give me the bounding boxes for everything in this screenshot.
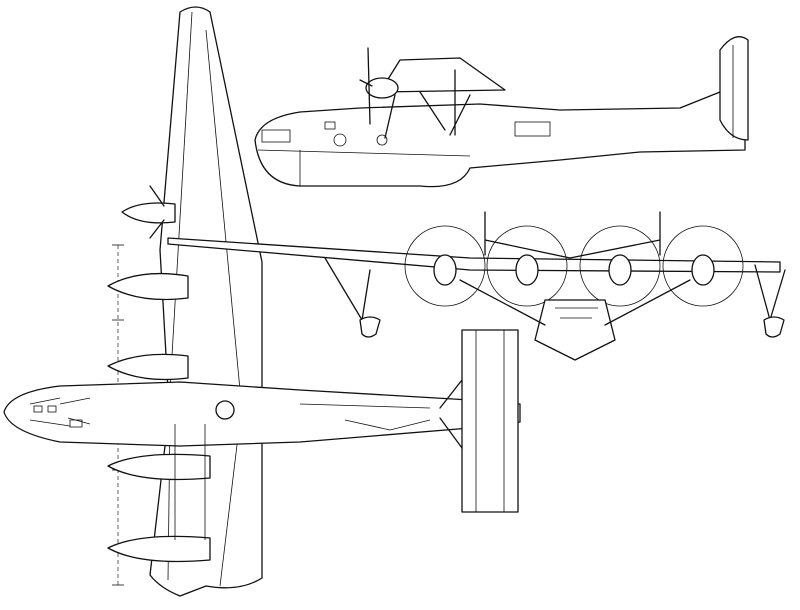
side-hull — [254, 91, 746, 188]
engine-nacelle-2 — [107, 272, 189, 301]
side-view — [254, 36, 749, 188]
lower-wing — [149, 419, 263, 597]
propeller-disc-4 — [662, 225, 744, 307]
left-wingtip-float — [359, 316, 381, 338]
propeller-disc-3 — [579, 225, 661, 307]
front-view — [167, 211, 786, 361]
top-view — [3, 6, 521, 597]
side-tail-fin — [719, 36, 749, 141]
engine-nacelle-4 — [107, 453, 211, 481]
propeller-disc-2 — [486, 225, 568, 307]
propeller-disc-1 — [404, 225, 486, 307]
engine-nacelle-3 — [107, 353, 189, 381]
engine-nacelle-5 — [107, 535, 211, 563]
horizontal-stabilizer — [461, 329, 519, 513]
right-wingtip-float — [763, 316, 785, 338]
engine-nacelle-1 — [121, 202, 176, 224]
hull-top — [3, 381, 521, 447]
front-hull — [534, 299, 616, 361]
upper-wing — [159, 6, 263, 391]
